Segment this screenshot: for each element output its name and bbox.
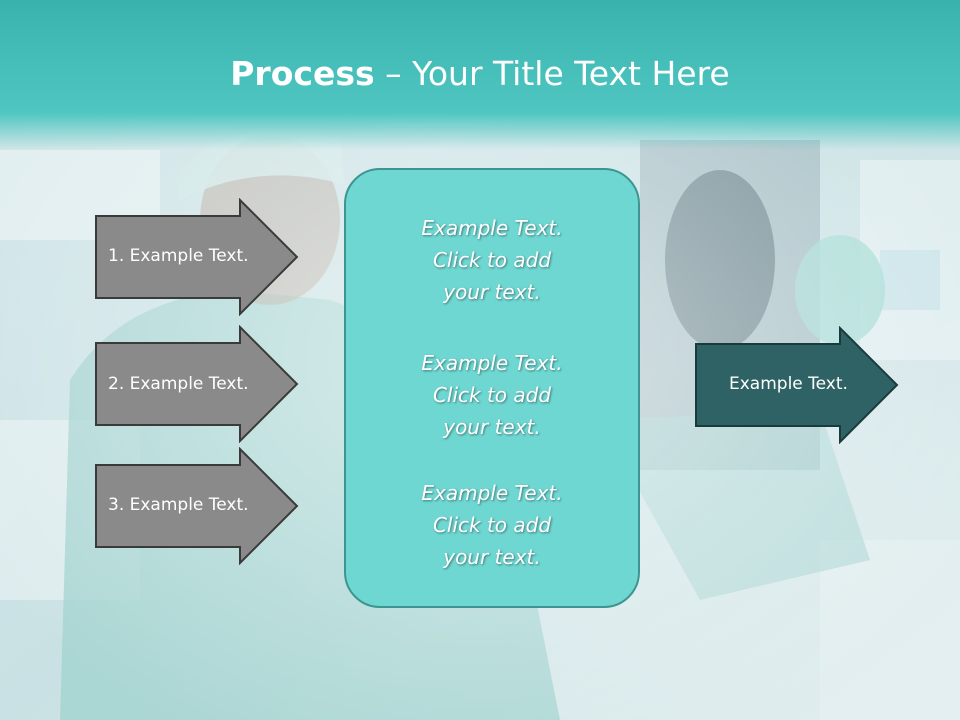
- center-process-box[interactable]: [344, 168, 640, 608]
- output-arrow[interactable]: [694, 326, 899, 444]
- input-arrow-2-label: 2. Example Text.: [108, 374, 249, 394]
- input-arrow-1-label: 1. Example Text.: [108, 246, 249, 266]
- input-arrow-3-label: 3. Example Text.: [108, 495, 249, 515]
- input-arrow-1[interactable]: [94, 198, 299, 316]
- center-paragraph-3-line-2: Click to add: [432, 513, 552, 537]
- center-paragraph-1-line-2: Click to add: [432, 248, 552, 272]
- center-paragraph-3-line-1: Example Text.: [421, 481, 563, 505]
- center-paragraph-2-line-2: Click to add: [432, 383, 552, 407]
- center-paragraph-2-line-1: Example Text.: [421, 351, 563, 375]
- slide-title: Process – Your Title Text Here: [0, 52, 960, 96]
- output-arrow-label: Example Text.: [729, 374, 848, 394]
- title-bold-part: Process: [230, 54, 375, 93]
- center-paragraph-1: Example Text. Click to add your text.: [344, 212, 640, 308]
- center-paragraph-2-line-3: your text.: [443, 415, 541, 439]
- center-paragraph-1-line-3: your text.: [443, 280, 541, 304]
- title-band: [0, 0, 960, 150]
- center-paragraph-2: Example Text. Click to add your text.: [344, 347, 640, 443]
- input-arrow-2[interactable]: [94, 325, 299, 443]
- title-rest-part: – Your Title Text Here: [374, 54, 730, 93]
- input-arrow-3[interactable]: [94, 447, 299, 565]
- center-paragraph-1-line-1: Example Text.: [421, 216, 563, 240]
- center-paragraph-3-line-3: your text.: [443, 545, 541, 569]
- center-paragraph-3: Example Text. Click to add your text.: [344, 477, 640, 573]
